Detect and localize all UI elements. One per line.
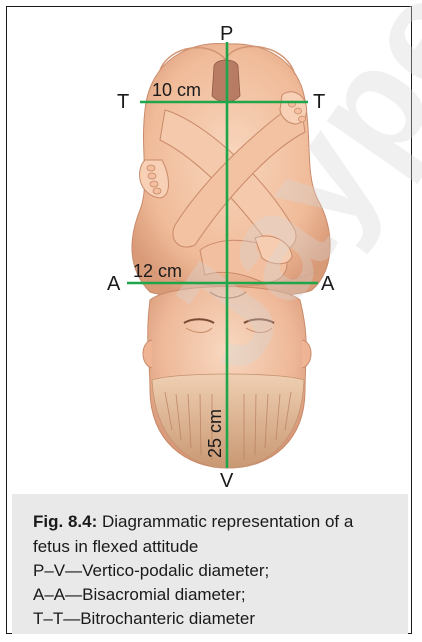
label-p: P — [220, 23, 233, 45]
caption-title-line1: Fig. 8.4: Diagrammatic representation of… — [33, 512, 353, 532]
measure-25cm: 25 cm — [205, 409, 225, 458]
label-t-left: T — [117, 91, 129, 113]
label-v: V — [220, 470, 234, 492]
measure-12cm: 12 cm — [133, 261, 182, 281]
measure-10cm: 10 cm — [152, 80, 201, 100]
legend-item: P–V—Vertico-podalic diameter; — [33, 561, 269, 581]
label-t-right: T — [313, 91, 325, 113]
legend-item: T–T—Bitrochanteric diameter — [33, 609, 255, 629]
label-a-right: A — [321, 273, 335, 295]
fig-label: Fig. 8.4: — [33, 512, 97, 531]
caption-title: Diagrammatic representation of a — [102, 512, 353, 531]
caption-title-line2: fetus in flexed attitude — [33, 537, 198, 557]
label-a-left: A — [107, 273, 121, 295]
caption-box: Fig. 8.4: Diagrammatic representation of… — [12, 494, 408, 634]
legend-item: A–A—Bisacromial diameter; — [33, 585, 246, 605]
